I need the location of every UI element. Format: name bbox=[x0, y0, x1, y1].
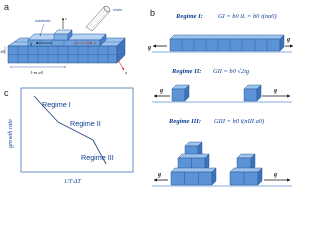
x-axis-title: 1/T·ΔT bbox=[64, 178, 81, 185]
regime-i-equation: GI = b0 iL = b0 i(na0) bbox=[218, 13, 277, 20]
length-label: 1-m a0 bbox=[30, 70, 44, 75]
chart-regime-iii-label: Regime III bbox=[81, 153, 114, 162]
regime-i-blocks bbox=[169, 34, 285, 52]
regime-i-title: Regime I: bbox=[175, 13, 203, 20]
polymer-chain-cylinder bbox=[85, 5, 111, 32]
regime-iii-stack-right bbox=[229, 153, 263, 186]
regime-iii-right-g: g bbox=[273, 172, 277, 178]
panel-b-label: b bbox=[150, 8, 155, 18]
regime-i-right-g: g bbox=[286, 37, 290, 43]
panel-a-label: a bbox=[4, 2, 9, 12]
substrate-label: substrate bbox=[35, 19, 51, 23]
chart-regime-i-label: Regime I bbox=[42, 100, 71, 109]
chart-regime-ii-label: Regime II bbox=[70, 119, 101, 128]
vector-a-arrow bbox=[117, 59, 125, 71]
regime-ii-left-g: g bbox=[159, 88, 163, 94]
vector-a-label: a bbox=[125, 70, 128, 75]
nucleus-block bbox=[53, 29, 73, 41]
crystal-growth-figure: a bbox=[1, 2, 294, 187]
chain-label: chain bbox=[113, 8, 122, 12]
regime-iii-stack-left bbox=[170, 141, 217, 186]
panel-c: c growth rate 1/T·ΔT Regime I Regime II … bbox=[4, 87, 134, 185]
panel-c-label: c bbox=[4, 88, 9, 98]
regime-ii-title: Regime II: bbox=[171, 68, 202, 75]
regime-iii-equation: GIII = b0 i(nIII a0) bbox=[214, 118, 264, 125]
regime-ii-block-right bbox=[243, 84, 262, 102]
thickness-label: b0 bbox=[1, 49, 6, 54]
regime-iii-title: Regime III: bbox=[168, 118, 201, 125]
regime-ii-row: Regime II: GII = b0 √2ig g g bbox=[152, 67, 292, 103]
vector-c-label: c bbox=[65, 16, 67, 21]
vector-r-label: r bbox=[94, 41, 96, 46]
panel-b: b Regime I: GI = b0 iL = b0 i(na0) g g bbox=[147, 8, 294, 187]
growth-rate-curve bbox=[33, 95, 107, 165]
regime-i-row: Regime I: GI = b0 iL = b0 i(na0) g g bbox=[147, 13, 294, 53]
regime-i-left-g: g bbox=[147, 45, 151, 51]
regime-iii-row: Regime III: GIII = b0 i(nIII a0) bbox=[152, 118, 292, 187]
regime-iii-left-g: g bbox=[157, 172, 161, 178]
regime-ii-equation: GII = b0 √2ig bbox=[213, 67, 250, 75]
substrate-pointer bbox=[39, 23, 45, 37]
vector-g-label: g bbox=[30, 41, 33, 46]
panel-a: a bbox=[1, 2, 129, 75]
y-axis-title: growth rate bbox=[7, 119, 14, 148]
regime-ii-right-g: g bbox=[273, 88, 277, 94]
regime-ii-block-left bbox=[171, 84, 190, 102]
